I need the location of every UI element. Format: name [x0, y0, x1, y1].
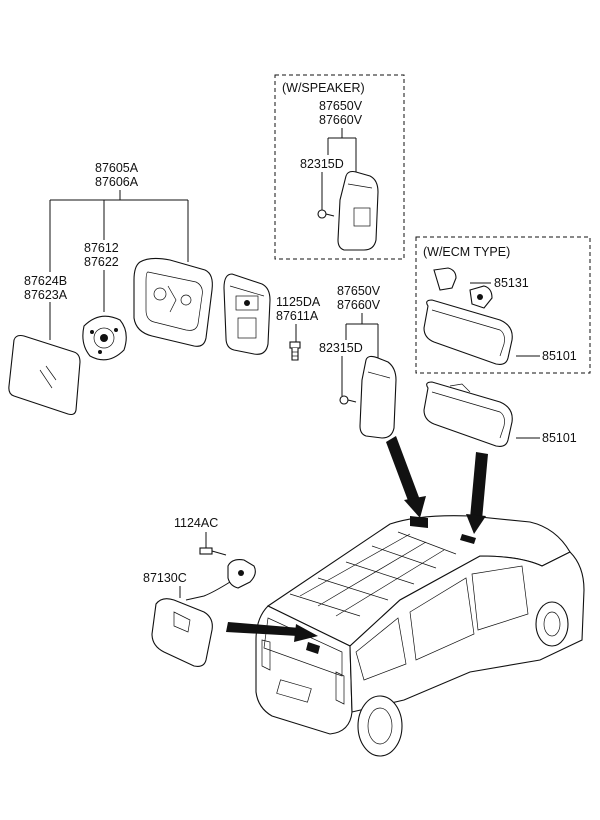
ecm-box-title: (W/ECM TYPE): [423, 245, 510, 259]
location-arrow-tailgate: [226, 622, 318, 642]
label-87624b: 87624B: [24, 274, 67, 288]
ecm-option-box: (W/ECM TYPE): [415, 236, 591, 374]
tailgate-bolt: [199, 547, 227, 556]
location-arrow-pillar: [386, 436, 426, 518]
location-arrow-inside-mirror: [466, 452, 488, 534]
label-87622: 87622: [84, 255, 119, 269]
speaker-box-title: (W/SPEAKER): [282, 81, 365, 95]
speaker-pillar-cover: [337, 170, 379, 251]
label-85131: 85131: [494, 276, 529, 290]
label-1124ac: 1124AC: [174, 516, 218, 530]
label-87611a: 87611A: [276, 309, 319, 323]
label-87660v: 87660V: [337, 298, 381, 312]
label-85101-ecm: 85101: [542, 349, 577, 363]
ecm-bracket: [433, 267, 493, 309]
label-82315d: 82315D: [319, 341, 363, 355]
label-87660v-speaker: 87660V: [319, 113, 363, 127]
pillar-screw: [339, 395, 357, 405]
ecm-inside-mirror: [423, 299, 513, 365]
mirror-actuator: [82, 315, 127, 361]
label-87130c: 87130C: [143, 571, 187, 585]
outside-mirror-leader-lines: [49, 190, 189, 340]
tailgate-mirror: [151, 598, 213, 667]
vehicle-illustration: [255, 515, 585, 757]
mirror-base-cover: [223, 273, 271, 355]
mirror-glass: [8, 334, 81, 416]
label-87623a: 87623A: [24, 288, 68, 302]
speaker-leader-lines: [321, 128, 357, 210]
pillar-cover: [359, 355, 397, 439]
mirror-housing: [133, 257, 213, 347]
tailgate-mirror-bracket: [185, 559, 256, 601]
label-87650v-speaker: 87650V: [319, 99, 363, 113]
inside-mirror: [423, 381, 513, 447]
label-87612: 87612: [84, 241, 119, 255]
label-82315d-speaker: 82315D: [300, 157, 344, 171]
speaker-option-box: (W/SPEAKER): [274, 74, 405, 260]
label-87605a: 87605A: [95, 161, 139, 175]
mirror-screw: [289, 341, 301, 361]
speaker-screw: [317, 209, 335, 219]
label-87650v: 87650V: [337, 284, 381, 298]
label-85101: 85101: [542, 431, 577, 445]
pillar-leader-lines: [341, 313, 379, 396]
label-1125da: 1125DA: [276, 295, 321, 309]
label-87606a: 87606A: [95, 175, 139, 189]
